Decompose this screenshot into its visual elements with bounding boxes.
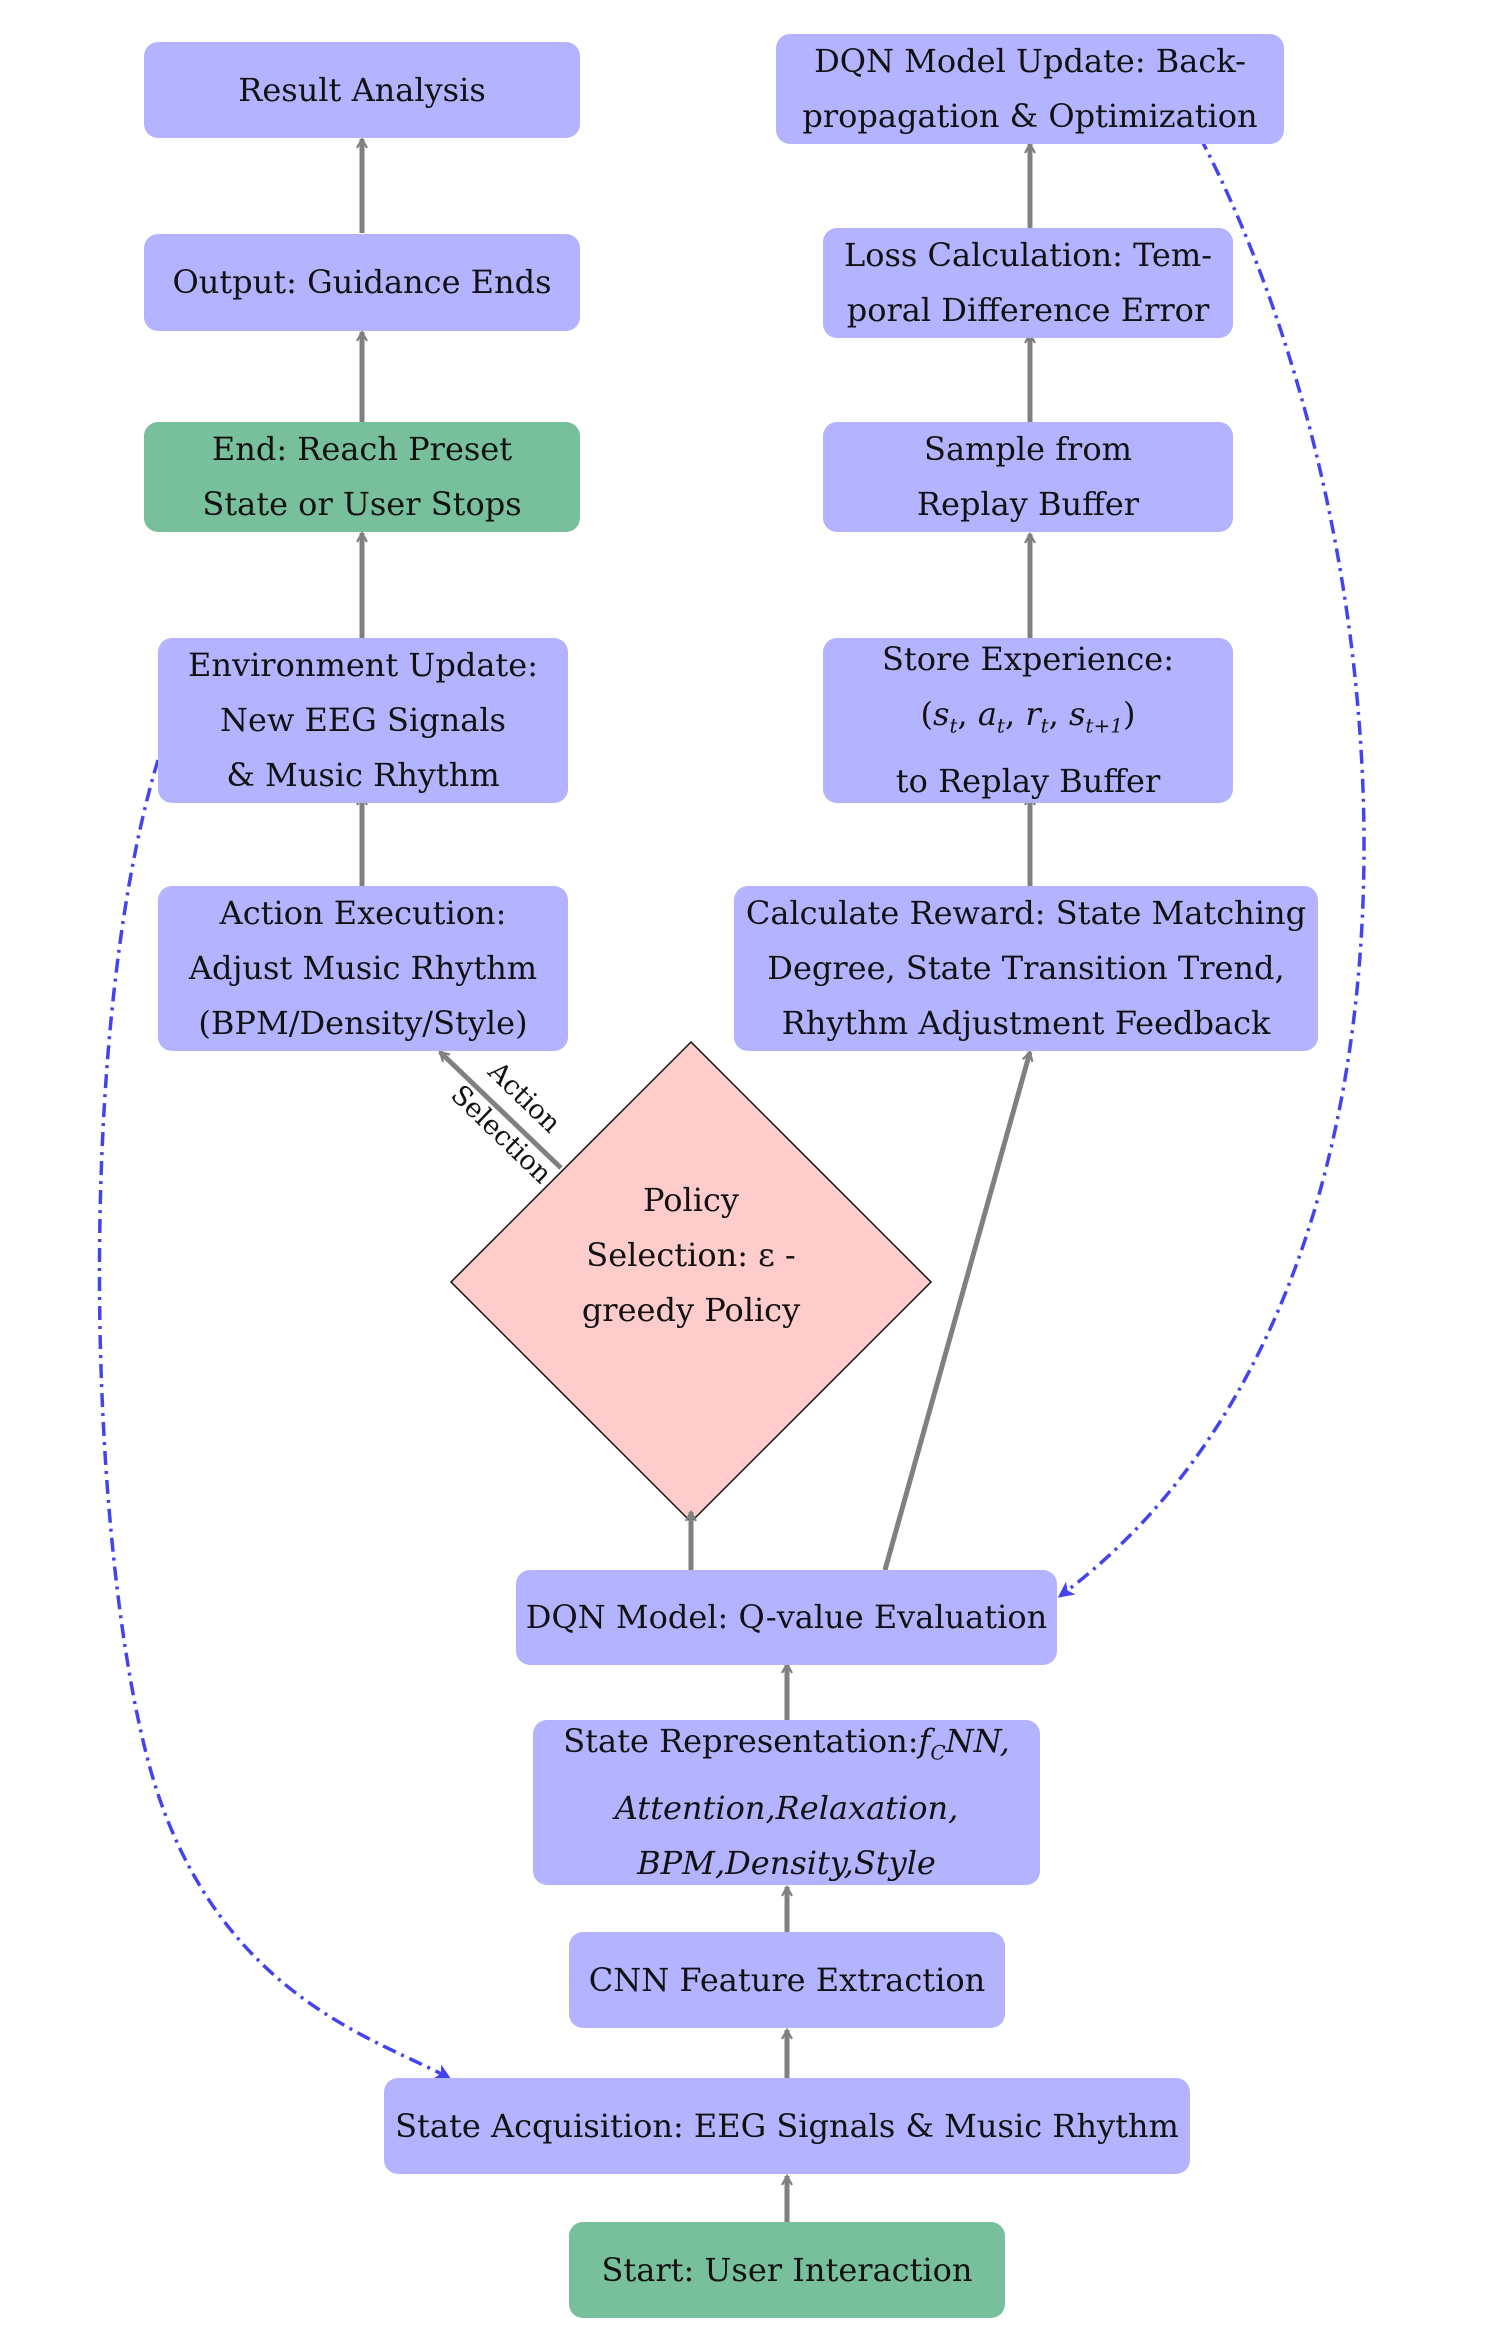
- reward-label-2: Rhythm Adjustment Feedback: [781, 1004, 1271, 1042]
- tuple-r: r: [1025, 695, 1041, 734]
- environment-update-node: Environment Update: New EEG Signals & Mu…: [158, 638, 568, 803]
- store-experience-node: Store Experience: (st, at, rt, st+1) to …: [823, 638, 1233, 803]
- dqn-model-node: DQN Model: Q-value Evaluation: [516, 1570, 1057, 1665]
- action-execution-label-2: (BPM/Density/Style): [198, 1004, 528, 1042]
- start-node: Start: User Interaction: [569, 2222, 1005, 2318]
- policy-label-1: Selection: ε -: [586, 1236, 796, 1274]
- sample-label-0: Sample from: [924, 430, 1132, 468]
- end-label-0: End: Reach Preset: [211, 430, 513, 468]
- end-node: End: Reach Preset State or User Stops: [144, 422, 580, 532]
- state-acquisition-label-0: State Acquisition: EEG Signals & Music R…: [395, 2106, 1179, 2145]
- output-label-0: Output: Guidance Ends: [172, 263, 552, 301]
- edge-policy-to-action-execution: [438, 1050, 563, 1170]
- environment-update-label-2: & Music Rhythm: [226, 756, 500, 794]
- store-experience-label-2: to Replay Buffer: [895, 761, 1161, 800]
- policy-label-2: greedy Policy: [581, 1291, 801, 1329]
- reward-label-1: Degree, State Transition Trend,: [767, 949, 1285, 987]
- sample-replay-buffer-node: Sample from Replay Buffer: [823, 422, 1233, 532]
- loss-calculation-node: Loss Calculation: Tem- poral Difference …: [823, 228, 1233, 338]
- state-representation-math: fCNN,: [918, 1722, 1010, 1765]
- state-representation-line-3: BPM,Density,Style: [637, 1843, 936, 1882]
- policy-selection-label: Policy Selection: ε - greedy Policy: [474, 1173, 908, 1338]
- action-execution-label-1: Adjust Music Rhythm: [188, 949, 538, 987]
- dqn-model-update-node: DQN Model Update: Back- propagation & Op…: [776, 34, 1284, 144]
- state-representation-line-1: State Representation:fCNN,: [563, 1714, 1010, 1780]
- tuple-a: a: [977, 695, 997, 734]
- dqn-model-label-0: DQN Model: Q-value Evaluation: [525, 1598, 1048, 1636]
- calculate-reward-node: Calculate Reward: State Matching Degree,…: [734, 886, 1318, 1051]
- tuple-s-sub: t: [949, 713, 958, 738]
- reward-label-0: Calculate Reward: State Matching: [745, 894, 1307, 932]
- environment-update-label-0: Environment Update:: [188, 646, 538, 684]
- start-label-0: Start: User Interaction: [601, 2250, 973, 2289]
- end-label-1: State or User Stops: [202, 485, 522, 523]
- loss-calculation-label-1: poral Difference Error: [846, 291, 1210, 329]
- output-guidance-ends-node: Output: Guidance Ends: [144, 234, 580, 331]
- tuple-s-next-sub: t+1: [1085, 713, 1123, 738]
- result-analysis-label-0: Result Analysis: [238, 70, 486, 109]
- edge-environment-update-to-state-acquisition-feedback: [97, 759, 452, 2080]
- edge-dqn-update-to-dqn-model-feedback: [1057, 136, 1366, 1598]
- edge-dqn-model-to-reward: [882, 1052, 1030, 1571]
- tuple-s: s: [933, 695, 950, 734]
- tuple-s-next: s: [1069, 695, 1086, 734]
- environment-update-label-1: New EEG Signals: [220, 701, 506, 739]
- state-acquisition-node: State Acquisition: EEG Signals & Music R…: [384, 2078, 1190, 2174]
- cnn-label-0: CNN Feature Extraction: [588, 1960, 986, 1999]
- sample-label-1: Replay Buffer: [916, 485, 1140, 523]
- dqn-model-update-label-0: DQN Model Update: Back-: [814, 42, 1246, 80]
- result-analysis-node: Result Analysis: [144, 42, 580, 138]
- action-execution-label-0: Action Execution:: [219, 894, 507, 932]
- action-execution-node: Action Execution: Adjust Music Rhythm (B…: [158, 886, 568, 1051]
- tuple-a-sub: t: [996, 713, 1005, 738]
- state-representation-text: State Representation:: [563, 1722, 919, 1761]
- dqn-model-update-label-1: propagation & Optimization: [802, 97, 1258, 135]
- tuple-r-sub: t: [1040, 713, 1049, 738]
- loss-calculation-label-0: Loss Calculation: Tem-: [843, 236, 1213, 274]
- store-experience-label-0: Store Experience:: [882, 640, 1174, 679]
- state-representation-node: State Representation:fCNN, Attention,Rel…: [533, 1720, 1040, 1885]
- store-experience-tuple: (st, at, rt, st+1): [920, 695, 1136, 738]
- math-subscript: C: [930, 1740, 946, 1765]
- state-representation-line-2: Attention,Relaxation,: [614, 1788, 959, 1827]
- policy-label-0: Policy: [643, 1181, 739, 1219]
- cnn-feature-extraction-node: CNN Feature Extraction: [569, 1932, 1005, 2028]
